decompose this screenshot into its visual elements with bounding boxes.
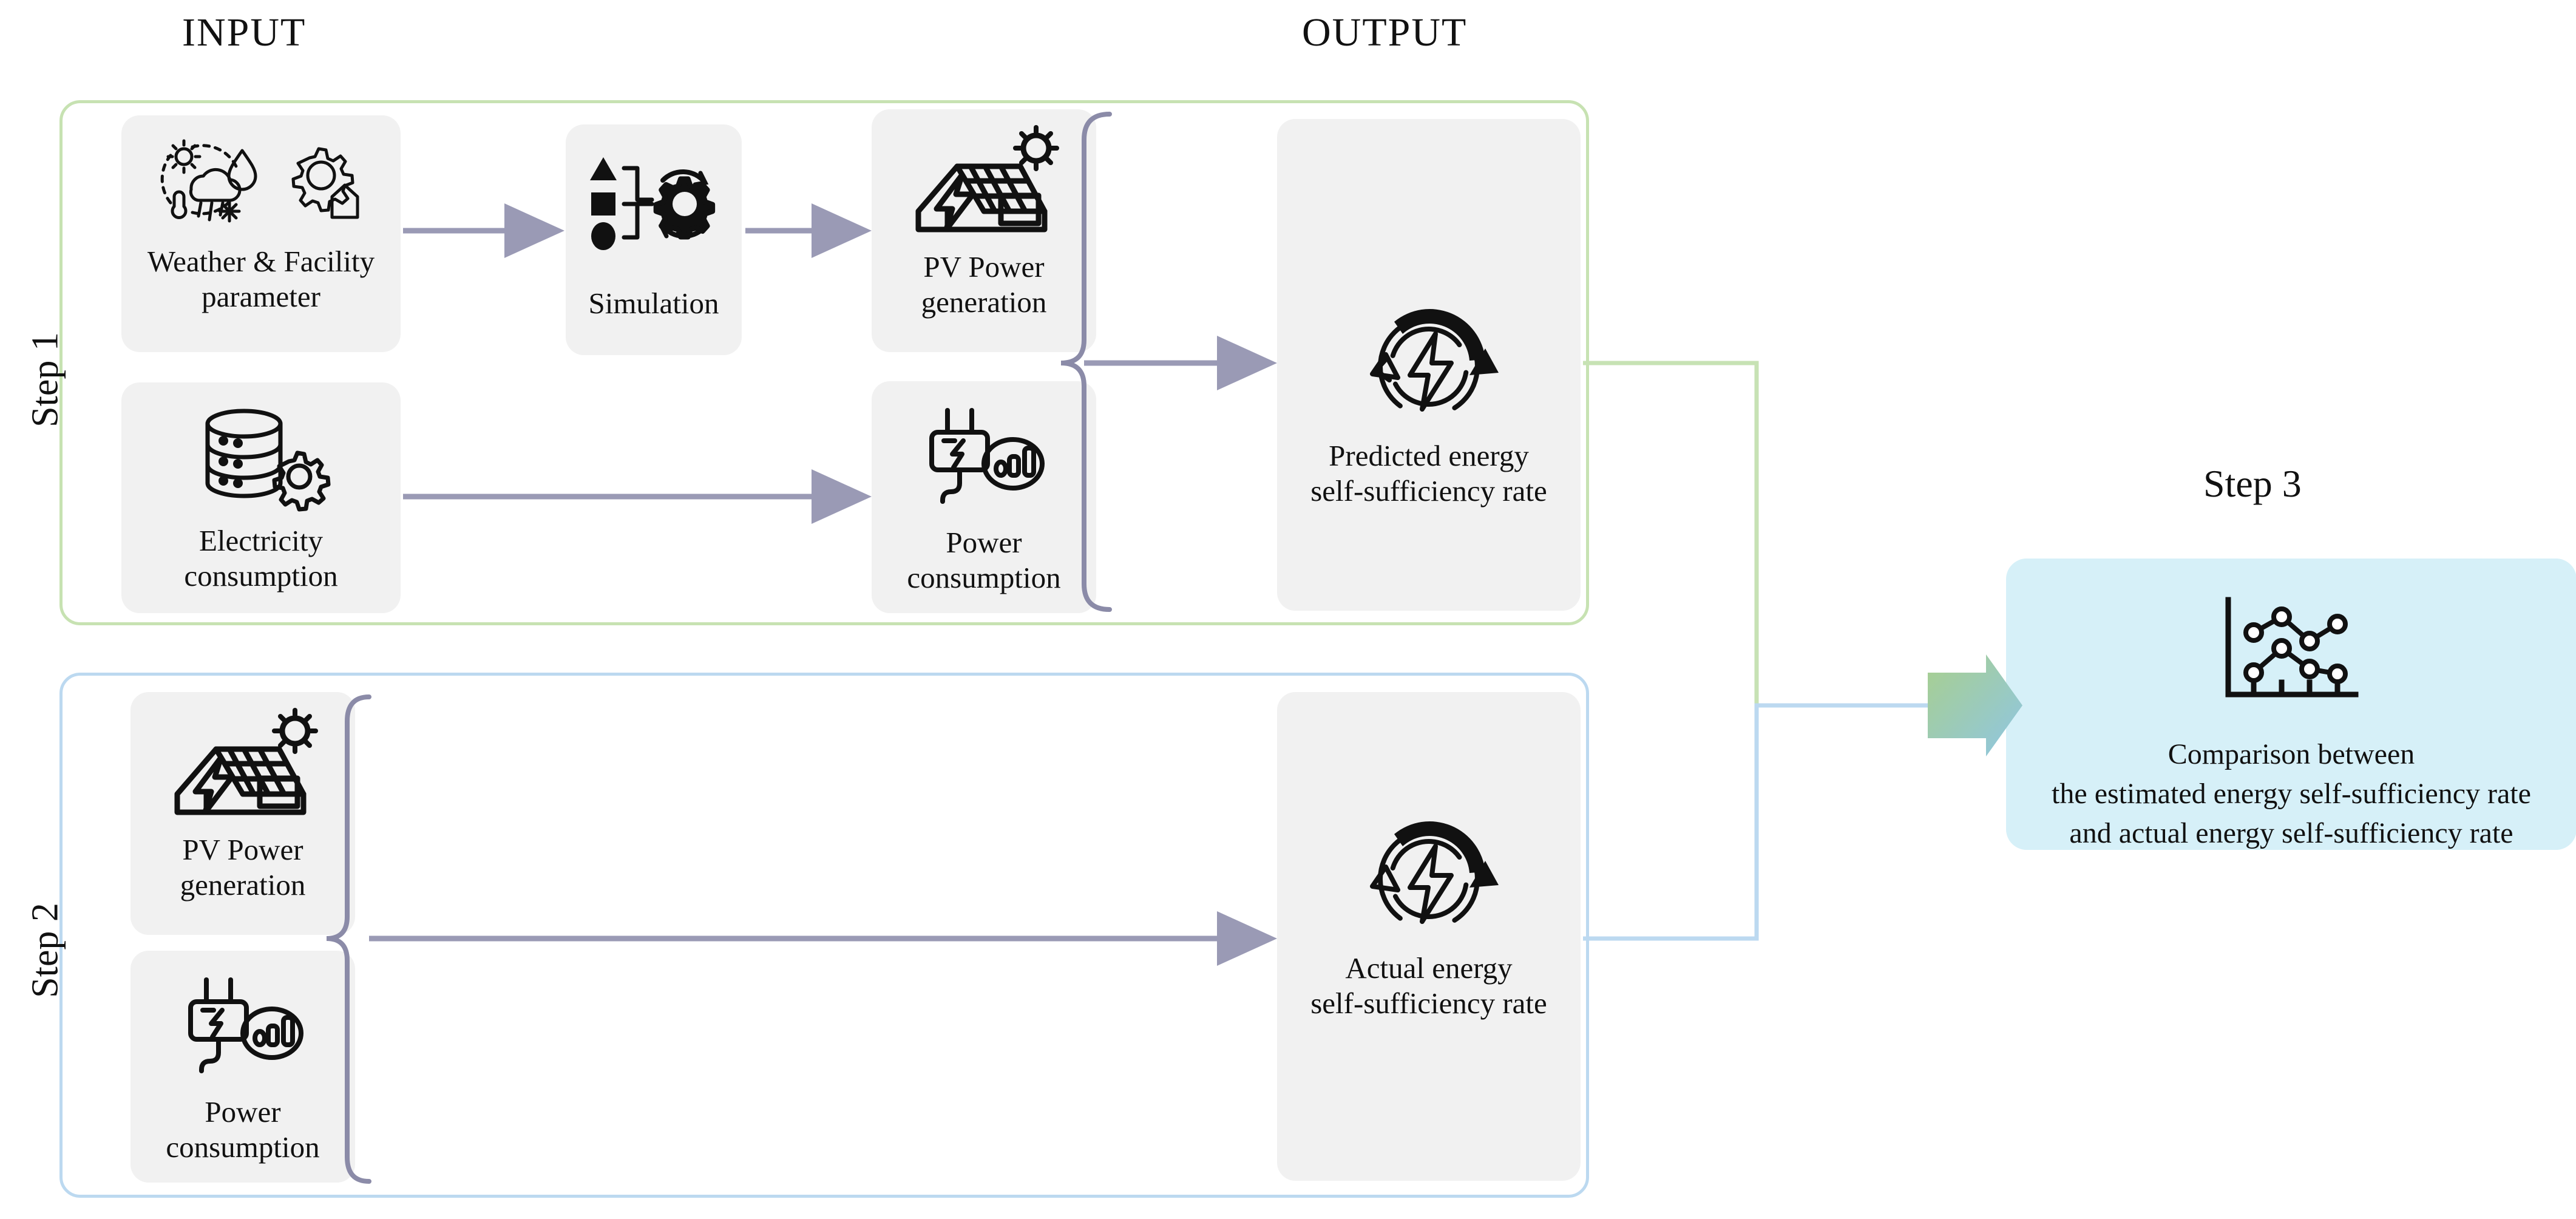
card-simulation[interactable]: Simulation <box>566 124 742 355</box>
weather-gear-house-icon <box>160 137 361 228</box>
solar-panel-house-sun-icon <box>158 708 328 817</box>
card-label-pv-power-generation: PV Power generation <box>180 832 306 903</box>
card-label-power-consumption: Power consumption <box>166 1095 319 1165</box>
step2-label: Step 2 <box>24 903 66 998</box>
card-label-line2: generation <box>921 285 1047 319</box>
card-label-line2: self-sufficiency rate <box>1310 986 1547 1020</box>
card-label-line1: Power <box>205 1095 281 1129</box>
card-step3-comparison[interactable]: Comparison between the estimated energy … <box>2006 559 2576 850</box>
card-label-pv-power-generation: PV Power generation <box>921 250 1047 320</box>
card-label-line1: Electricity <box>198 524 324 557</box>
connector-step2-to-merge <box>1583 703 1928 941</box>
plug-meter-icon <box>917 408 1051 504</box>
card-label-line2: parameter <box>202 279 320 313</box>
card-label-line2: consumption <box>184 559 338 593</box>
card-label-line1: PV Power <box>923 250 1045 284</box>
card-label-line2: self-sufficiency rate <box>1310 474 1547 508</box>
energy-recycle-bolt-icon <box>1359 820 1499 935</box>
simulation-flow-gear-icon <box>590 151 717 254</box>
step3-title: Step 3 <box>2203 462 2302 505</box>
card-label-line1: Power <box>946 526 1022 559</box>
card-label-line1: PV Power <box>182 833 303 866</box>
card-label-line1: Comparison between <box>2168 738 2415 770</box>
solar-panel-house-sun-icon <box>899 125 1069 234</box>
card-label-line2: consumption <box>166 1130 320 1164</box>
database-gear-icon <box>200 408 331 512</box>
card-label-actual-energy: Actual energy self-sufficiency rate <box>1310 951 1547 1021</box>
card-label-predicted-energy: Predicted energy self-sufficiency rate <box>1310 438 1547 509</box>
card-electricity-consumption[interactable]: Electricity consumption <box>121 382 401 613</box>
card-label-line1: Weather & Facility <box>147 245 375 278</box>
card-pv-power-generation-step2[interactable]: PV Power generation <box>130 692 355 935</box>
card-label-simulation: Simulation <box>588 286 719 321</box>
step1-label: Step 1 <box>24 332 66 427</box>
column-header-input: INPUT <box>182 10 307 55</box>
card-power-consumption-step1[interactable]: Power consumption <box>872 381 1096 613</box>
line-chart-comparison-icon <box>2218 596 2364 708</box>
card-label-line1: Predicted energy <box>1329 439 1529 472</box>
card-actual-energy-self-sufficiency-rate[interactable]: Actual energy self-sufficiency rate <box>1277 692 1581 1181</box>
column-header-output: OUTPUT <box>1302 10 1468 55</box>
card-pv-power-generation-step1[interactable]: PV Power generation <box>872 109 1096 352</box>
card-weather-facility-parameter[interactable]: Weather & Facility parameter <box>121 115 401 352</box>
card-label-line2: the estimated energy self-sufficiency ra… <box>2052 777 2531 810</box>
card-label-power-consumption: Power consumption <box>907 525 1060 596</box>
card-label-line1: Simulation <box>588 287 719 320</box>
plug-meter-icon <box>176 977 310 1073</box>
energy-recycle-bolt-icon <box>1359 307 1499 423</box>
card-label-line2: generation <box>180 868 306 902</box>
card-label-step3: Comparison between the estimated energy … <box>2052 735 2531 853</box>
card-label-line1: Actual energy <box>1345 951 1513 985</box>
card-label-weather-facility: Weather & Facility parameter <box>147 244 375 314</box>
card-label-line3: and actual energy self-sufficiency rate <box>2069 817 2513 849</box>
card-label-line2: consumption <box>907 560 1061 594</box>
connector-step1-to-merge <box>1583 361 1759 705</box>
card-label-electricity-consumption: Electricity consumption <box>184 523 337 594</box>
card-power-consumption-step2[interactable]: Power consumption <box>130 951 355 1183</box>
card-predicted-energy-self-sufficiency-rate[interactable]: Predicted energy self-sufficiency rate <box>1277 119 1581 611</box>
